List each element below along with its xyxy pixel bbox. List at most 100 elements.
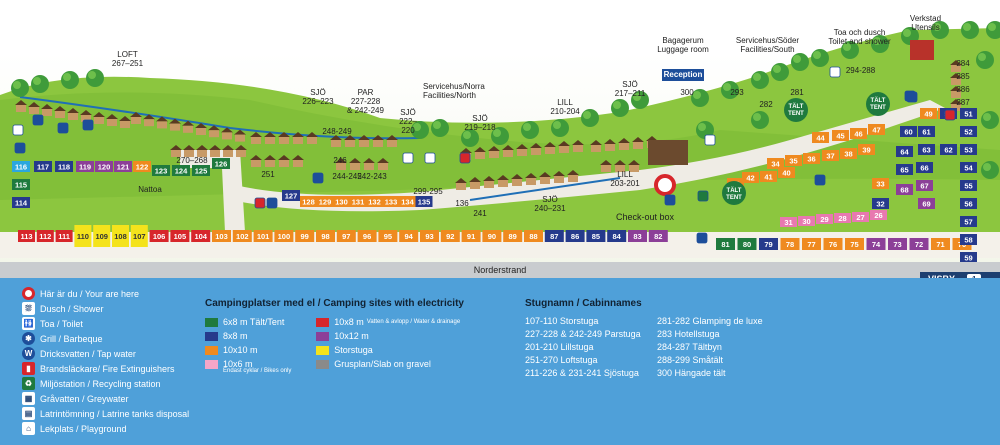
cabin-num-270: 270–268 [176,156,208,165]
svg-text:42: 42 [746,174,754,183]
label-checkout: Check-out box [615,212,675,222]
cabin-num-287: 287 [956,98,970,107]
svg-text:96: 96 [363,232,371,241]
tree [721,81,739,99]
svg-text:58: 58 [964,236,972,245]
tree [551,119,569,137]
campsite-67: 67 [916,180,933,191]
svg-text:65: 65 [900,166,908,175]
svg-text:117: 117 [37,163,49,172]
cabin [530,143,542,155]
svg-text:113: 113 [20,232,32,241]
svg-text:99: 99 [301,232,309,241]
campsite-33: 33 [872,178,889,189]
cabin [474,147,486,159]
svg-text:67: 67 [920,182,928,191]
svg-text:128: 128 [302,198,315,207]
fire-extinguisher-icon: ▮ [22,362,35,375]
svg-text:112: 112 [39,232,51,241]
campsite-104: 104 [191,230,211,242]
campsite-132: 132 [366,196,383,207]
campsite-41: 41 [760,171,777,182]
toilet-icon [402,152,414,164]
reception-building [648,140,688,165]
svg-text:34: 34 [771,160,780,169]
label-service-north: Servicehus/Norra Facilities/North [423,82,485,100]
svg-text:116: 116 [15,163,27,172]
tree [976,51,994,69]
tree [751,111,769,129]
cabin-num-282: 282 [759,100,773,109]
label-sjo-226: SJÖ 226–223 [302,88,334,106]
cabin [80,110,92,122]
campsite-53: 53 [960,144,977,155]
cabin [604,139,616,151]
tree [931,21,949,39]
cabin [349,158,361,170]
svg-text:44: 44 [816,134,825,143]
tent-area [784,98,808,122]
map-icons [12,66,956,244]
cabin [169,118,181,131]
cabin [950,99,962,111]
cabin [222,145,234,157]
cabin [344,135,356,147]
campsite-62: 62 [940,144,957,155]
svg-text:49: 49 [924,110,932,119]
campsite-87: 87 [544,230,564,242]
svg-text:105: 105 [174,232,187,241]
you-are-here-icon [22,287,35,300]
campsite-76: 76 [823,238,843,250]
campsite-92: 92 [440,230,460,242]
swatch-text: 10x12 m [334,331,369,341]
cabin-num-294: 294-288 [845,66,876,75]
cabin [455,178,467,190]
svg-text:73: 73 [893,240,901,249]
cabin-name: 288-299 Småtält [657,355,724,365]
campsite-86: 86 [565,230,585,242]
bike-site-28: 28 [834,213,851,223]
svg-text:91: 91 [467,232,475,241]
cabin [358,135,370,147]
svg-text:100: 100 [278,232,291,241]
svg-text:31: 31 [784,218,792,227]
cabin-num-293: 293 [730,88,744,97]
campsite-81: 81 [716,238,735,250]
swatch-sub-water: Vatten & avlopp / Water & drainage [366,319,461,325]
svg-text:37: 37 [826,152,834,161]
svg-text:46: 46 [854,130,862,139]
svg-text:78: 78 [786,240,794,249]
svg-text:63: 63 [922,146,930,155]
cabin [572,140,584,152]
campsite-108: 108 [112,225,129,247]
campsite-64: 64 [896,146,913,157]
campsite-112: 112 [36,230,54,242]
cabin [93,112,105,124]
svg-text:30: 30 [802,217,810,226]
label-lill-203: LILL 203-201 [610,170,640,188]
svg-text:104: 104 [194,232,207,241]
tree [871,35,889,53]
cabin [106,114,118,126]
svg-text:89: 89 [509,232,517,241]
svg-text:75: 75 [850,240,858,249]
svg-text:83: 83 [633,232,641,241]
label-sjo-222: SJÖ 222–220 [399,108,417,135]
legend-text: Miljöstation / Recycling station [40,378,161,389]
tree [961,21,979,39]
svg-text:103: 103 [215,232,228,241]
svg-text:129: 129 [319,198,332,207]
fire-extinguisher-icon [254,197,266,209]
tree [691,89,709,107]
svg-text:87: 87 [550,232,558,241]
swatch-text: 10x10 m [223,345,258,355]
campsite-68: 68 [896,184,913,195]
svg-text:132: 132 [368,198,381,207]
svg-text:95: 95 [384,232,392,241]
campsite-119: 119 [76,161,94,172]
label-workshop: Verkstad Utensils [909,14,942,32]
svg-text:111: 111 [58,232,70,241]
cabin-name: 227-228 & 242-249 Parstuga [525,329,641,339]
